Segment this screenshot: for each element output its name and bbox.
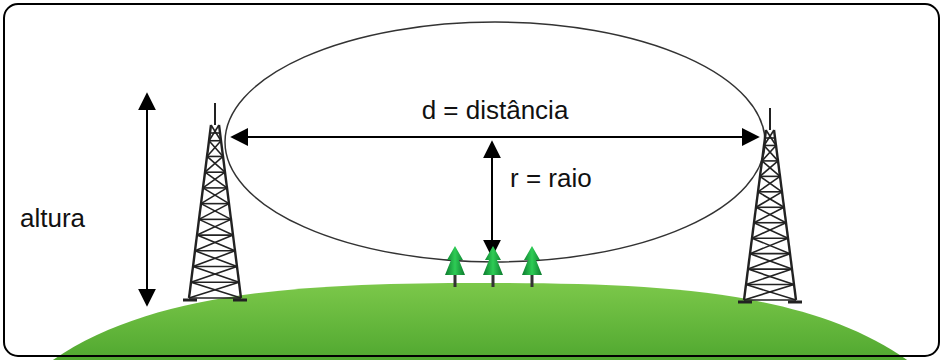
height-arrow xyxy=(146,94,148,305)
tower-rung xyxy=(209,140,221,142)
tower-brace xyxy=(746,269,792,284)
tower-brace xyxy=(764,145,778,160)
lattice-tower xyxy=(738,108,802,302)
tower-rung xyxy=(760,176,780,178)
hill xyxy=(50,283,910,360)
lattice-tower xyxy=(183,103,247,300)
tower-brace xyxy=(209,125,219,141)
tower-brace xyxy=(195,235,233,251)
tower-brace xyxy=(197,219,231,235)
tower-brace xyxy=(207,156,225,172)
tower-brace xyxy=(199,204,229,220)
frame xyxy=(4,4,939,356)
tower-brace xyxy=(762,145,776,160)
fresnel-ellipse xyxy=(225,22,765,262)
tree xyxy=(522,246,542,287)
tower-brace xyxy=(207,141,221,157)
tree xyxy=(445,246,465,287)
tower-brace xyxy=(209,141,223,157)
tower-mast xyxy=(769,108,771,130)
tower-brace xyxy=(203,172,225,188)
tower-rung xyxy=(205,171,225,173)
tower-brace xyxy=(754,223,788,238)
tower-brace xyxy=(756,207,786,222)
tower-brace xyxy=(748,254,790,269)
tower-brace xyxy=(758,176,780,191)
tower-brace xyxy=(752,223,786,238)
radius-arrow xyxy=(491,142,493,256)
tower-brace xyxy=(201,204,231,220)
tower-brace xyxy=(201,188,227,204)
tower-brace xyxy=(199,219,233,235)
dimension-label: r = raio xyxy=(510,164,592,193)
tower-rung xyxy=(754,222,786,224)
dimension-label: d = distância xyxy=(422,96,569,125)
tower-brace xyxy=(191,267,237,283)
tree-crown xyxy=(445,246,465,275)
tower-rung xyxy=(758,191,782,193)
tower-rung xyxy=(199,219,231,221)
tree-crown xyxy=(483,246,503,275)
tower-brace xyxy=(193,251,235,267)
tower-brace xyxy=(762,161,780,176)
tower-brace xyxy=(766,130,776,145)
tower-brace xyxy=(744,285,794,300)
tower-brace xyxy=(205,156,223,172)
tower-brace xyxy=(764,130,774,145)
tree xyxy=(483,246,503,287)
tower-brace xyxy=(211,125,221,141)
tower-brace xyxy=(203,188,229,204)
tower-rung xyxy=(201,203,229,205)
tower-brace xyxy=(754,207,784,222)
tower-brace xyxy=(758,192,784,207)
tower-rung xyxy=(756,206,784,208)
tower-rung xyxy=(764,145,776,147)
tower-foot xyxy=(738,301,752,304)
trees xyxy=(445,246,542,287)
tower-rung xyxy=(193,266,237,268)
tower-brace xyxy=(750,238,788,253)
tower-brace xyxy=(760,161,778,176)
dimension-label: altura xyxy=(20,204,85,233)
tower-rung xyxy=(750,253,790,255)
tower-foot xyxy=(788,301,802,304)
tower-rung xyxy=(191,281,239,283)
distance-arrow xyxy=(232,136,758,138)
tower-brace xyxy=(189,282,239,298)
towers xyxy=(183,103,802,302)
tower-foot xyxy=(183,299,197,302)
tower-mast xyxy=(214,103,216,125)
tower-brace xyxy=(205,172,227,188)
tower-rung xyxy=(203,187,227,189)
tower-brace xyxy=(760,176,782,191)
tower-rung xyxy=(748,268,792,270)
tower-rung xyxy=(762,160,778,162)
tower-foot xyxy=(233,299,247,302)
tower-rung xyxy=(207,156,223,158)
tower-brace xyxy=(756,192,782,207)
tower-rung xyxy=(197,234,233,236)
tower-rung xyxy=(195,250,235,252)
tower-rung xyxy=(752,237,788,239)
tower-rung xyxy=(746,284,794,286)
tree-crown xyxy=(522,246,542,275)
